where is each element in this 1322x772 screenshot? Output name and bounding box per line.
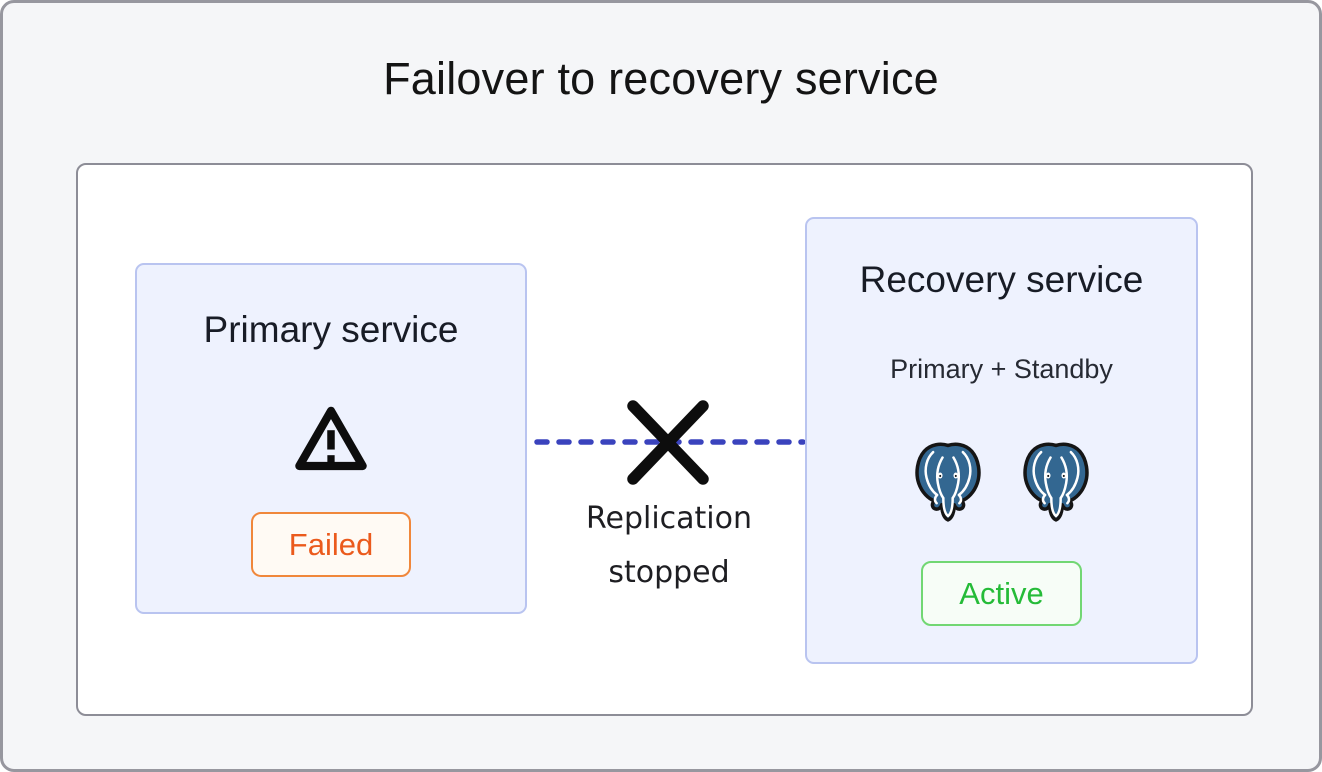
warning-triangle-icon (293, 405, 369, 473)
database-icons-row (909, 441, 1095, 522)
recovery-status-badge: Active (921, 560, 1082, 627)
recovery-service-subtitle: Primary + Standby (890, 353, 1113, 384)
replication-stopped-line1: Replication (585, 501, 752, 536)
replication-stopped-line2: stopped (608, 555, 730, 590)
replication-stopped-label: Replication stopped (533, 492, 805, 600)
x-mark-icon (627, 400, 709, 485)
recovery-service-title: Recovery service (859, 259, 1144, 300)
replication-connector (534, 400, 805, 485)
diagram-canvas: Primary service Failed Replication stopp… (76, 163, 1253, 716)
primary-service-title: Primary service (203, 309, 459, 350)
postgresql-elephant-icon (914, 442, 981, 522)
diagram-title: Failover to recovery service (383, 53, 939, 104)
postgresql-elephant-icon (1022, 442, 1089, 522)
primary-status-badge: Failed (250, 511, 412, 578)
recovery-service-box: Recovery service Primary + Standby Activ… (805, 217, 1198, 664)
primary-service-box: Primary service Failed (135, 263, 527, 614)
